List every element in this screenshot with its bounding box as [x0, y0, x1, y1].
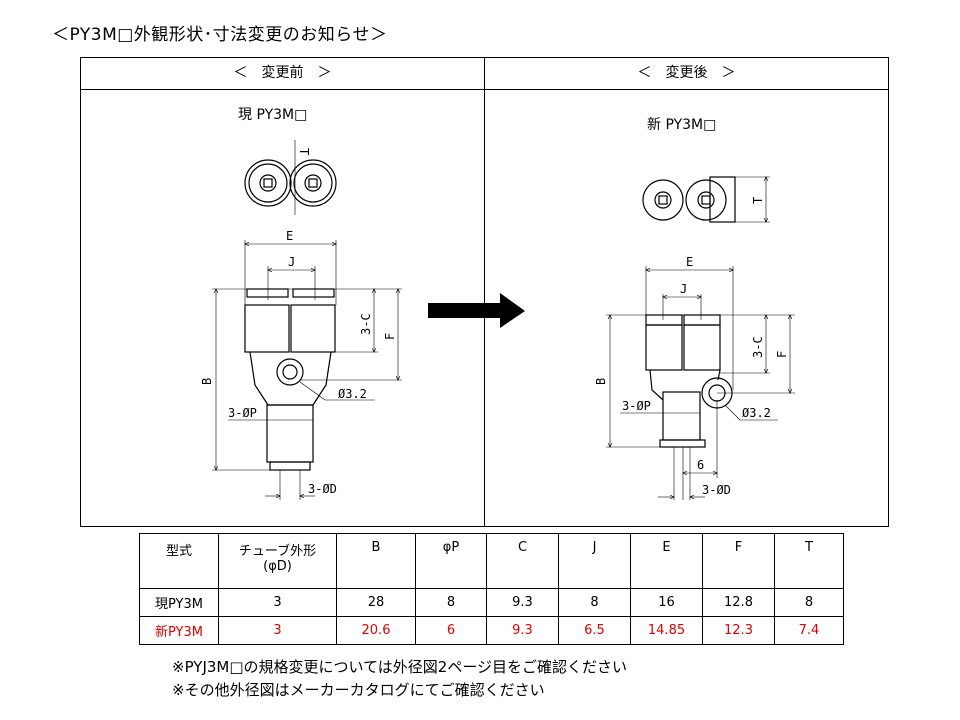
cell: 16: [630, 588, 703, 617]
after-dimension-labels: T E J B 3-C F Ø3.2 3-ØP 6 3-ØD: [594, 197, 789, 497]
after-header: ＜ 変更後 ＞: [485, 58, 888, 90]
cell: 6.5: [558, 616, 631, 645]
col-E: E: [630, 533, 703, 589]
col-J: J: [558, 533, 631, 589]
arrow-icon: [428, 293, 525, 328]
cell: 現PY3M: [139, 588, 219, 617]
comparison-frame: ＜ 変更前 ＞ ＜ 変更後 ＞ 現 PY3M□ 新 PY3M□: [80, 57, 889, 527]
dim-J: J: [680, 282, 687, 296]
dim-hole: Ø3.2: [338, 387, 367, 401]
cell: 28: [336, 588, 416, 617]
cell: 8: [558, 588, 631, 617]
dim-T: T: [297, 148, 311, 155]
cell: 12.3: [702, 616, 775, 645]
col-tube-label: チューブ外形: [238, 544, 317, 559]
col-P: φP: [415, 533, 487, 589]
dim-E: E: [286, 229, 293, 243]
dim-P: 3-ØP: [622, 399, 651, 413]
before-caption: 現 PY3M□: [238, 107, 308, 123]
dim-T: T: [751, 197, 765, 204]
cell: 新PY3M: [139, 616, 219, 645]
cell: 9.3: [486, 588, 559, 617]
cell: 14.85: [630, 616, 703, 645]
col-tube: チューブ外形(φD): [218, 533, 337, 589]
cell: 8: [774, 588, 844, 617]
dim-J: J: [288, 255, 295, 269]
cell: 20.6: [336, 616, 416, 645]
col-C: C: [486, 533, 559, 589]
drawings: T E J B 3-C F Ø3.2 3-ØP 3-ØD: [200, 140, 795, 500]
cell: 8: [415, 588, 487, 617]
before-drawing: [212, 140, 402, 500]
dim-E: E: [686, 255, 693, 269]
cell: 7.4: [774, 616, 844, 645]
dim-D: 3-ØD: [702, 483, 731, 497]
cell: 3: [218, 588, 337, 617]
dim-C: 3-C: [359, 313, 373, 335]
dim-B: B: [594, 378, 608, 385]
dim-hole: Ø3.2: [742, 406, 771, 420]
cell: 6: [415, 616, 487, 645]
cell: 9.3: [486, 616, 559, 645]
before-dimension-labels: T E J B 3-C F Ø3.2 3-ØP 3-ØD: [200, 148, 397, 496]
before-header: ＜ 変更前 ＞: [81, 58, 484, 90]
cell: 3: [218, 616, 337, 645]
divider: [484, 58, 485, 526]
dim-F: F: [775, 351, 789, 358]
dim-P: 3-ØP: [228, 406, 257, 420]
col-B: B: [336, 533, 416, 589]
cell: 12.8: [702, 588, 775, 617]
col-F: F: [702, 533, 775, 589]
note-1: ※PYJ3M□の規格変更については外径図2ページ目をご確認ください: [172, 658, 628, 676]
col-tube-sub: (φD): [263, 559, 292, 574]
after-caption: 新 PY3M□: [647, 117, 717, 133]
note-2: ※その他外径図はメーカーカタログにてご確認ください: [172, 681, 545, 699]
dim-D: 3-ØD: [308, 482, 337, 496]
col-T: T: [774, 533, 844, 589]
dim-6: 6: [697, 458, 704, 472]
after-drawing: [606, 177, 795, 500]
dim-B: B: [200, 378, 214, 385]
dim-F: F: [383, 333, 397, 340]
col-model: 型式: [139, 533, 219, 589]
table-header-row: 型式 チューブ外形(φD) B φP C J E F T: [139, 533, 844, 589]
page-title: ＜PY3M□外観形状･寸法変更のお知らせ＞: [52, 25, 388, 45]
dim-C: 3-C: [751, 336, 765, 358]
